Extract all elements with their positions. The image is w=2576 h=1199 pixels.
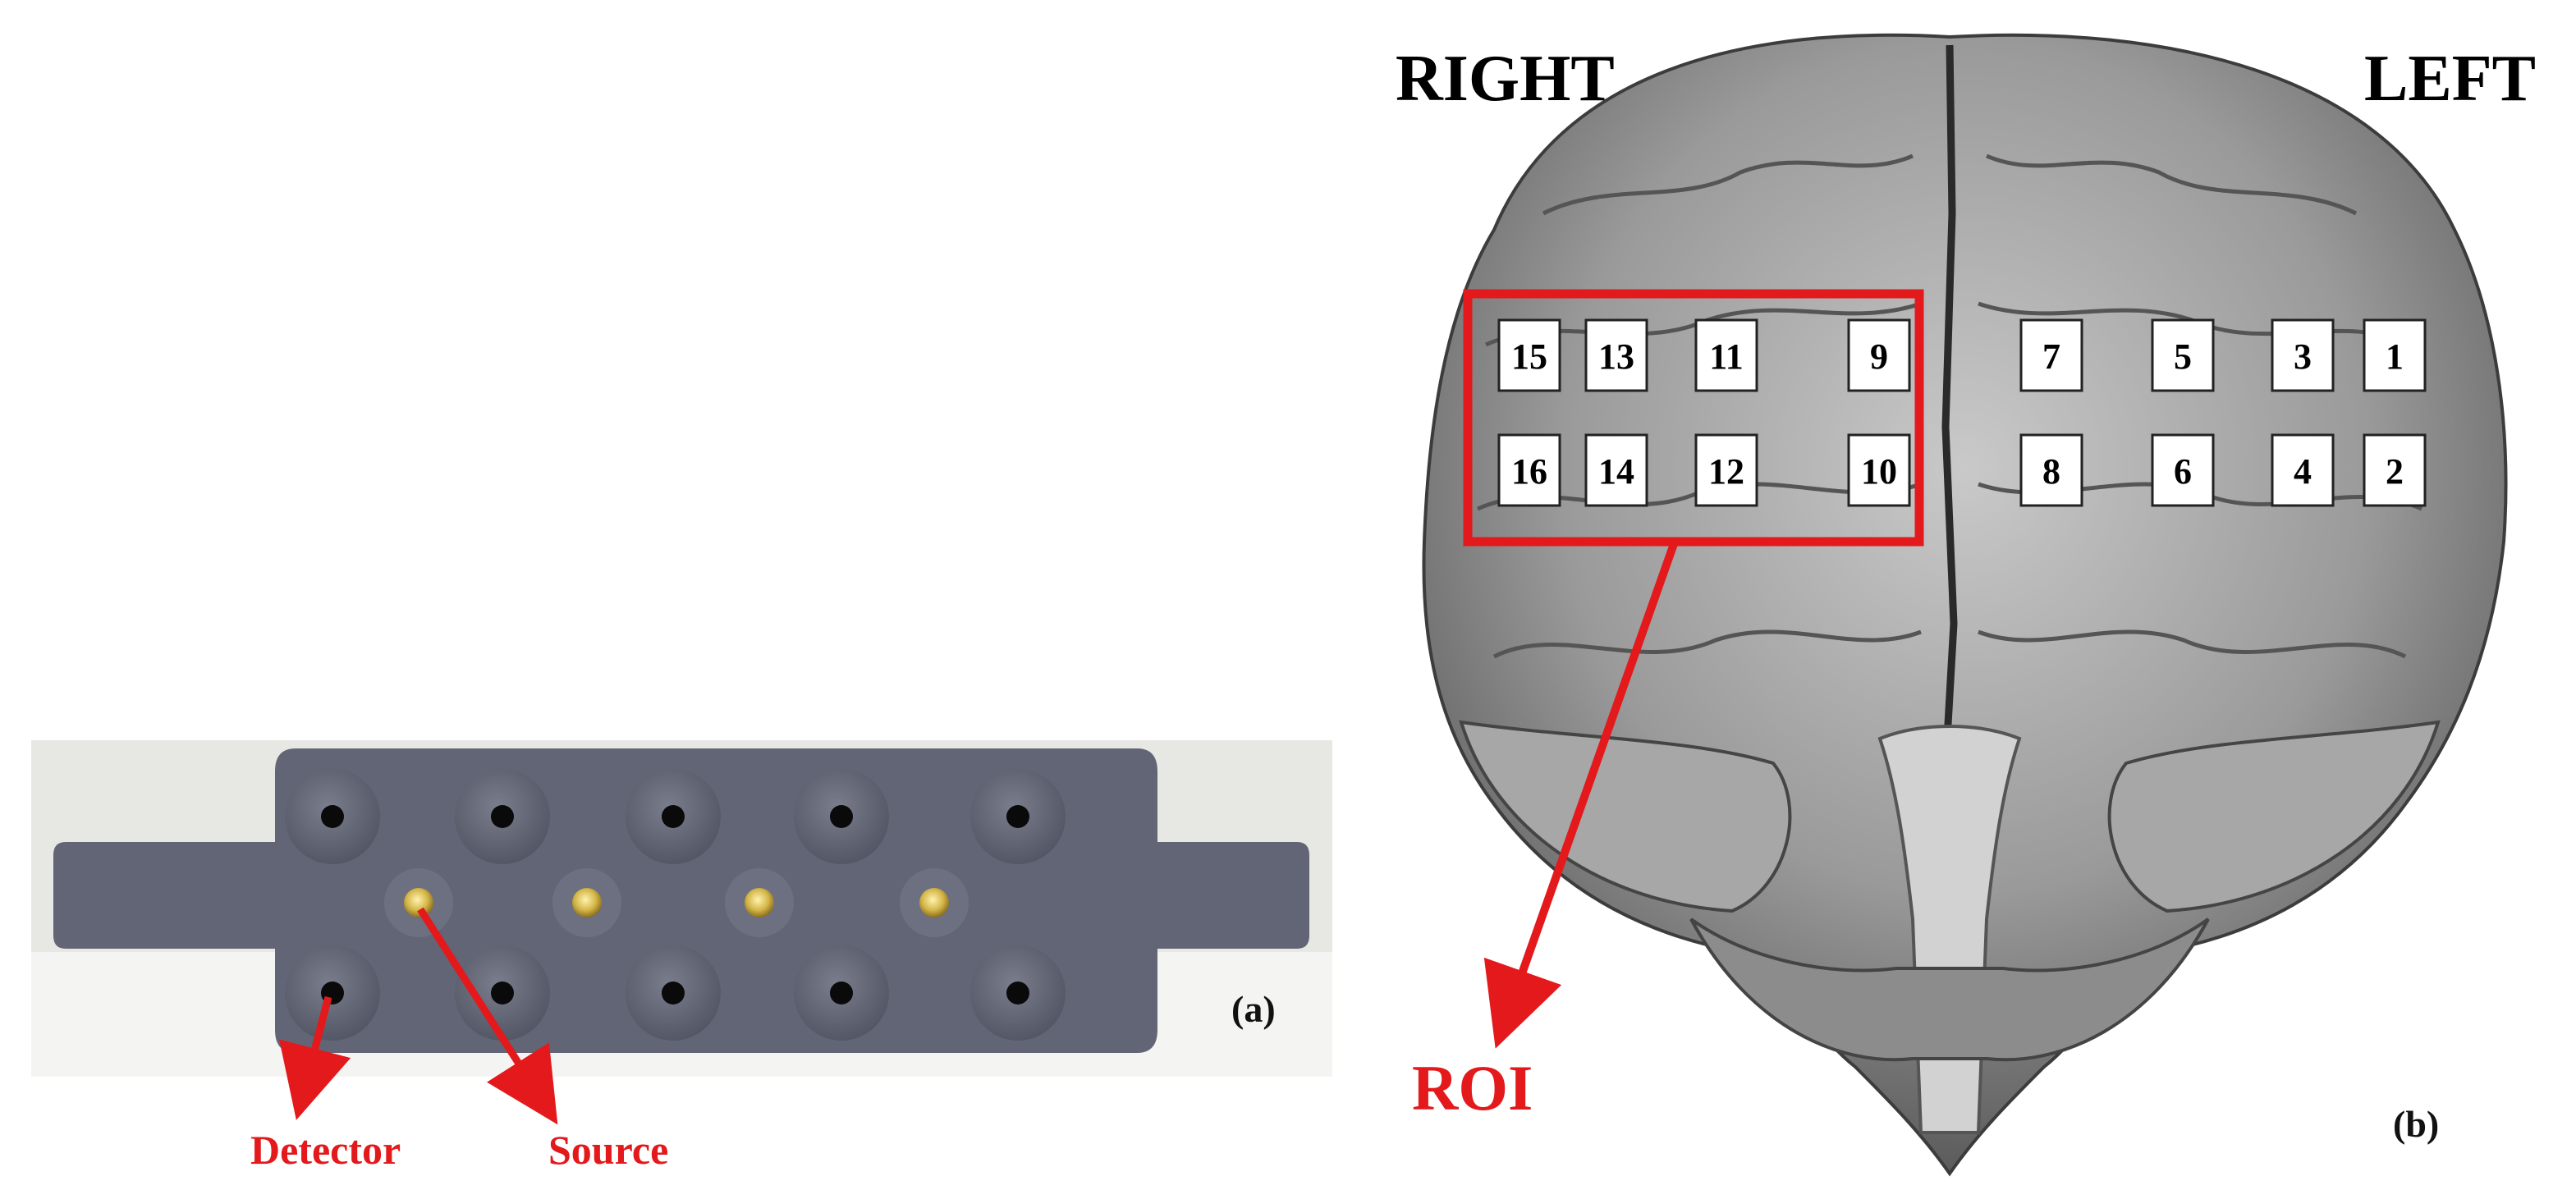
channel-label: 13 bbox=[1598, 336, 1634, 377]
channel-label: 3 bbox=[2294, 336, 2312, 377]
source-led bbox=[404, 888, 433, 918]
channel-box bbox=[1497, 318, 1561, 392]
channel-box bbox=[2271, 318, 2335, 392]
channel-grid-left: 7 5 3 1 8 6 4 2 bbox=[2019, 318, 2427, 507]
source-row bbox=[384, 868, 969, 937]
channel-label: 11 bbox=[1709, 336, 1744, 377]
channel-grid-right: 15 13 11 9 16 14 12 10 bbox=[1497, 318, 1911, 507]
channel-label: 1 bbox=[2386, 336, 2404, 377]
detector-hole bbox=[830, 982, 853, 1005]
detector-hole bbox=[321, 805, 344, 828]
source-arrow bbox=[417, 907, 558, 1125]
channel-box bbox=[1584, 318, 1648, 392]
channel-label: 8 bbox=[2042, 451, 2060, 492]
source-led bbox=[745, 888, 774, 918]
panel-a-label: (a) bbox=[1231, 988, 1276, 1030]
detector-hole bbox=[1006, 982, 1029, 1005]
channel-box bbox=[2363, 318, 2427, 392]
channel-box bbox=[2151, 433, 2215, 507]
channel-label: 14 bbox=[1598, 451, 1634, 492]
detector-hole bbox=[662, 982, 685, 1005]
panel-a: (a) Detector Source bbox=[31, 740, 1332, 1173]
channel-label: 4 bbox=[2294, 451, 2312, 492]
channel-label: 9 bbox=[1870, 336, 1888, 377]
channel-label: 10 bbox=[1861, 451, 1897, 492]
source-led bbox=[572, 888, 602, 918]
roi-arrow bbox=[1483, 540, 1679, 1049]
channel-label: 16 bbox=[1511, 451, 1547, 492]
brainstem bbox=[1877, 725, 2022, 1134]
source-label: Source bbox=[548, 1127, 668, 1173]
channel-label: 12 bbox=[1708, 451, 1744, 492]
roi-box bbox=[1463, 289, 1924, 547]
channel-box bbox=[1847, 433, 1911, 507]
temporal-lobe-right bbox=[1459, 720, 1792, 913]
channel-box bbox=[2151, 318, 2215, 392]
longitudinal-fissure bbox=[1941, 44, 1958, 739]
detector-hole bbox=[491, 805, 514, 828]
channel-label: 6 bbox=[2174, 451, 2192, 492]
detector-hole bbox=[662, 805, 685, 828]
detector-hole bbox=[1006, 805, 1029, 828]
channel-box bbox=[2019, 433, 2083, 507]
channel-label: 2 bbox=[2386, 451, 2404, 492]
channel-label: 7 bbox=[2042, 336, 2060, 377]
channel-box bbox=[1694, 433, 1758, 507]
roi-label: ROI bbox=[1412, 1052, 1533, 1123]
channel-box bbox=[1584, 433, 1648, 507]
channel-box bbox=[1497, 433, 1561, 507]
channel-label: 15 bbox=[1511, 336, 1547, 377]
detector-label: Detector bbox=[250, 1127, 401, 1173]
source-led bbox=[919, 888, 949, 918]
channel-box bbox=[2271, 433, 2335, 507]
temporal-lobe-left bbox=[2107, 720, 2441, 913]
channel-box bbox=[1694, 318, 1758, 392]
detector-row-bottom bbox=[285, 945, 1066, 1041]
detector-hole bbox=[491, 982, 514, 1005]
channel-box bbox=[1847, 318, 1911, 392]
detector-hole bbox=[830, 805, 853, 828]
cerebellum bbox=[1689, 918, 2210, 1062]
channel-label: 5 bbox=[2174, 336, 2192, 377]
side-left-label: LEFT bbox=[2364, 43, 2536, 115]
panel-b: RIGHT LEFT 15 13 11 9 16 14 12 10 7 5 bbox=[1396, 33, 2536, 1177]
side-right-label: RIGHT bbox=[1396, 43, 1615, 115]
detector-row-top bbox=[285, 769, 1066, 864]
panel-b-label: (b) bbox=[2393, 1103, 2439, 1145]
channel-box bbox=[2019, 318, 2083, 392]
channel-box bbox=[2363, 433, 2427, 507]
detector-arrow bbox=[279, 995, 351, 1120]
